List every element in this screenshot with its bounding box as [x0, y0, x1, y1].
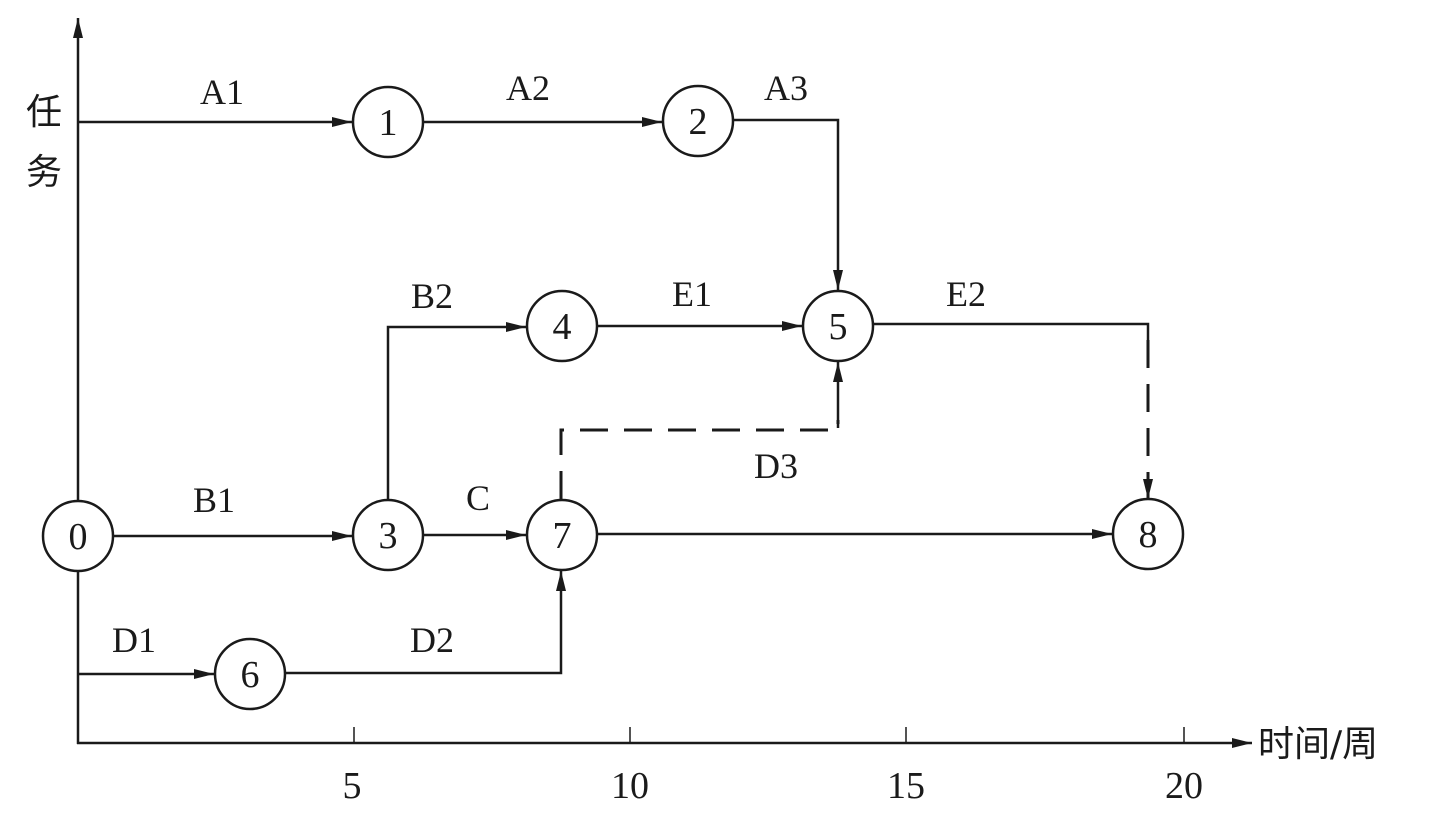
node-3: 3 [351, 498, 425, 572]
x-tick-label-15: 15 [887, 765, 925, 807]
label-D3: D3 [754, 446, 798, 486]
node-0: 0 [41, 499, 115, 573]
label-B1: B1 [193, 480, 235, 520]
activities [78, 117, 1153, 679]
label-A3: A3 [764, 68, 808, 108]
label-A1: A1 [200, 72, 244, 112]
node-2: 2 [661, 84, 735, 158]
activity-B2-arrow [386, 322, 526, 499]
node-7-label: 7 [553, 515, 572, 557]
node-2-label: 2 [689, 101, 708, 143]
node-1: 1 [351, 85, 425, 159]
label-D2: D2 [410, 620, 454, 660]
axes: 5 10 15 20 时间/周 任 务 [26, 18, 1378, 807]
node-1-label: 1 [379, 102, 398, 144]
x-tick-label-5: 5 [343, 765, 362, 807]
activity-E2-line [874, 322, 1150, 340]
y-axis-label-char-2: 务 [26, 152, 62, 193]
label-A2: A2 [506, 68, 550, 108]
node-7: 7 [525, 498, 599, 572]
x-axis-label: 时间/周 [1258, 724, 1378, 765]
node-6: 6 [213, 637, 287, 711]
label-C: C [466, 478, 490, 518]
node-0-label: 0 [69, 516, 88, 558]
node-6-label: 6 [241, 654, 260, 696]
activity-D2-arrow [286, 571, 566, 675]
label-E2: E2 [946, 274, 986, 314]
x-tick-label-20: 20 [1165, 765, 1203, 807]
x-tick-label-10: 10 [611, 765, 649, 807]
node-3-label: 3 [379, 515, 398, 557]
label-D1: D1 [112, 620, 156, 660]
node-8: 8 [1111, 497, 1185, 571]
nodes: 0 1 2 3 4 5 6 7 [41, 84, 1185, 711]
node-4: 4 [525, 289, 599, 363]
node-4-label: 4 [553, 306, 572, 348]
activity-labels: A1 A2 A3 B1 B2 E1 E2 C D1 D2 D3 [112, 68, 986, 660]
node-5: 5 [801, 289, 875, 363]
node-8-label: 8 [1139, 514, 1158, 556]
activity-A3-arrow [734, 118, 843, 290]
node-5-label: 5 [829, 306, 848, 348]
label-E1: E1 [672, 274, 712, 314]
label-B2: B2 [411, 276, 453, 316]
y-axis-label-char-1: 任 [26, 92, 62, 133]
